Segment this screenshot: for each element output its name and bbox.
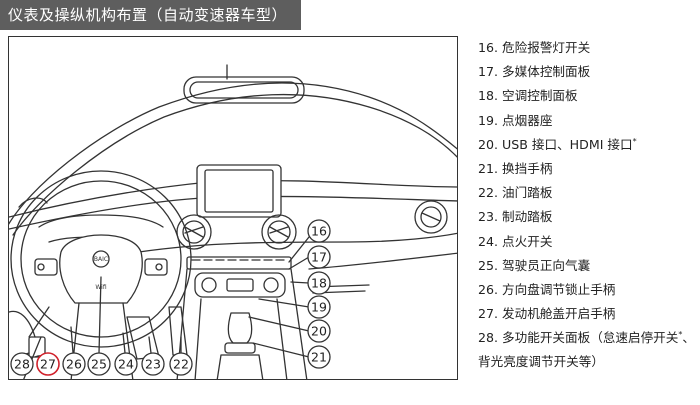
callout-24: 24 — [114, 352, 138, 376]
callout-17: 17 — [307, 245, 331, 269]
svg-text:18: 18 — [311, 276, 327, 291]
legend-item: 27. 发动机舱盖开启手柄 — [478, 306, 616, 322]
callout-28: 28 — [10, 352, 34, 376]
legend-item: 22. 油门踏板 — [478, 185, 553, 201]
steering-logo-text: BAIC — [94, 256, 108, 263]
svg-text:28: 28 — [14, 357, 30, 372]
legend-item: 18. 空调控制面板 — [478, 88, 578, 104]
legend-item: 21. 换挡手柄 — [478, 161, 553, 177]
callout-25: 25 — [87, 352, 111, 376]
svg-text:16: 16 — [311, 224, 327, 239]
legend-item: 26. 方向盘调节锁止手柄 — [478, 282, 616, 298]
callout-16: 16 — [307, 219, 331, 243]
callout-19: 19 — [307, 295, 331, 319]
page-title: 仪表及操纵机构布置（自动变速器车型） — [0, 0, 301, 30]
callout-21: 21 — [307, 345, 331, 369]
legend-item: 28. 多功能开关面板（怠速启停开关*、 — [478, 330, 695, 346]
dashboard-illustration: 16 17 18 19 20 21 22 23 — [8, 36, 458, 380]
svg-text:17: 17 — [311, 250, 327, 265]
callout-26: 26 — [62, 352, 86, 376]
svg-text:26: 26 — [66, 357, 82, 372]
legend-item: 19. 点烟器座 — [478, 112, 553, 128]
svg-text:20: 20 — [311, 324, 327, 339]
svg-text:22: 22 — [173, 357, 189, 372]
svg-text:24: 24 — [118, 357, 134, 372]
legend-item: 20. USB 接口、HDMI 接口* — [478, 136, 637, 152]
svg-text:19: 19 — [311, 300, 327, 315]
legend-item: 25. 驾驶员正向气囊 — [478, 257, 591, 273]
svg-text:23: 23 — [145, 357, 161, 372]
legend-item-continuation: 背光亮度调节开关等） — [478, 353, 604, 369]
svg-text:27: 27 — [40, 357, 56, 372]
steering-lower-text: Wifi — [95, 284, 106, 291]
callout-27: 27 — [36, 352, 60, 376]
legend-item: 24. 点火开关 — [478, 233, 553, 249]
legend-item: 16. 危险报警灯开关 — [478, 40, 591, 55]
svg-text:21: 21 — [311, 350, 327, 365]
legend-item: 17. 多媒体控制面板 — [478, 64, 591, 80]
callout-22: 22 — [169, 352, 193, 376]
callout-23: 23 — [141, 352, 165, 376]
component-legend: 16. 危险报警灯开关 17. 多媒体控制面板 18. 空调控制面板 19. 点… — [478, 36, 696, 373]
callout-18: 18 — [307, 271, 331, 295]
svg-text:25: 25 — [91, 357, 107, 372]
legend-item: 23. 制动踏板 — [478, 209, 553, 225]
callout-20: 20 — [307, 319, 331, 343]
